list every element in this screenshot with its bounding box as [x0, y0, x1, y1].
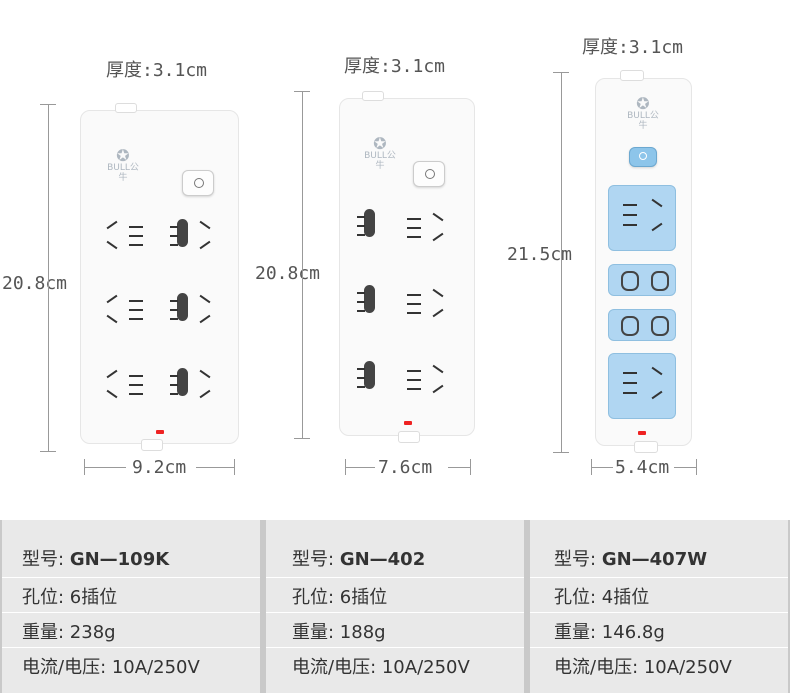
width-label-1: 9.2cm	[132, 457, 187, 478]
indicator-light	[404, 421, 412, 425]
spec-row-holes: 孔位: 6插位	[2, 577, 260, 610]
width-label-2: 7.6cm	[378, 457, 433, 478]
thickness-label-3: 厚度:3.1cm	[582, 37, 684, 58]
power-switch-button	[413, 161, 445, 187]
power-strip-1: ✪BULL公牛	[80, 103, 239, 451]
indicator-light	[638, 431, 646, 435]
power-switch-button	[629, 147, 657, 167]
height-label-3: 21.5cm	[507, 244, 573, 265]
spec-row-model: 型号: GN—407W	[554, 549, 708, 570]
brand-logo: ✪BULL公牛	[107, 146, 139, 184]
three-pin-outlet-1	[608, 185, 676, 251]
height-label-2: 20.8cm	[255, 263, 321, 284]
spec-row-model: 型号: GN—109K	[22, 549, 170, 570]
spec-row-rating: 电流/电压: 10A/250V	[2, 647, 260, 680]
spec-row-holes: 孔位: 4插位	[530, 577, 788, 610]
spec-row-weight: 重量: 188g	[266, 612, 524, 645]
thickness-label-1: 厚度:3.1cm	[106, 60, 208, 81]
height-dimension-line-2	[302, 91, 303, 438]
spec-row-rating: 电流/电压: 10A/250V	[266, 647, 524, 680]
spec-row-rating: 电流/电压: 10A/250V	[530, 647, 788, 680]
height-label-1: 20.8cm	[2, 273, 68, 294]
spec-column-1: 型号: GN—109K 孔位: 6插位 重量: 238g 电流/电压: 10A/…	[2, 520, 260, 693]
two-pin-outlet-2	[608, 309, 676, 341]
three-pin-outlet-2	[608, 353, 676, 419]
product-illustration-area: 厚度:3.1cm 20.8cm ✪BULL公牛	[2, 37, 697, 478]
width-label-3: 5.4cm	[615, 457, 670, 478]
power-strip-2: ✪BULL公牛	[339, 91, 475, 443]
height-dimension-line-1	[48, 104, 49, 451]
brand-logo: ✪BULL公牛	[627, 94, 659, 132]
power-switch-button	[182, 170, 214, 196]
spec-table: 型号: GN—109K 孔位: 6插位 重量: 238g 电流/电压: 10A/…	[0, 520, 790, 693]
height-dimension-line-3	[561, 72, 562, 452]
spec-column-3: 型号: GN—407W 孔位: 4插位 重量: 146.8g 电流/电压: 10…	[530, 520, 788, 693]
indicator-light	[156, 430, 164, 434]
two-pin-outlet-1	[608, 264, 676, 296]
power-strip-3: ✪BULL公牛	[595, 70, 692, 453]
spec-row-holes: 孔位: 6插位	[266, 577, 524, 610]
spec-row-weight: 重量: 238g	[2, 612, 260, 645]
spec-column-2: 型号: GN—402 孔位: 6插位 重量: 188g 电流/电压: 10A/2…	[266, 520, 524, 693]
spec-row-model: 型号: GN—402	[292, 549, 426, 570]
spec-row-weight: 重量: 146.8g	[530, 612, 788, 645]
brand-logo: ✪BULL公牛	[364, 134, 396, 172]
thickness-label-2: 厚度:3.1cm	[344, 56, 446, 77]
